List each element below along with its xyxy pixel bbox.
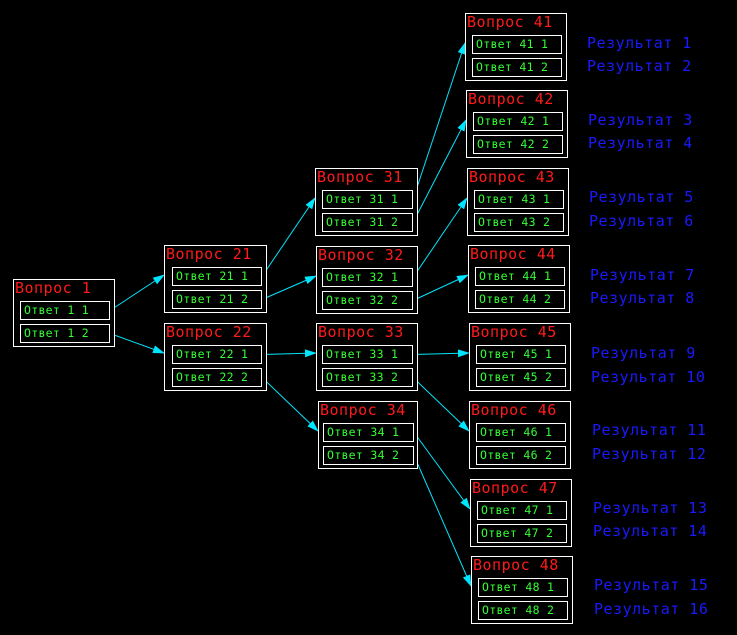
answer-41-1[interactable]: Ответ 41 1 [472, 35, 562, 54]
connector-arrow [261, 275, 317, 300]
answer-31-1[interactable]: Ответ 31 1 [322, 190, 413, 209]
question-box-32: Вопрос 32 Ответ 32 1 Ответ 32 2 [316, 246, 418, 314]
answer-45-1[interactable]: Ответ 45 1 [476, 345, 566, 364]
answer-41-2[interactable]: Ответ 41 2 [472, 58, 562, 77]
result-10: Результат 10 [591, 368, 706, 386]
answer-34-1[interactable]: Ответ 34 1 [323, 423, 414, 442]
result-12: Результат 12 [592, 445, 707, 463]
question-box-45: Вопрос 45 Ответ 45 1 Ответ 45 2 [469, 323, 571, 391]
question-box-46: Вопрос 46 Ответ 46 1 Ответ 46 2 [469, 401, 571, 469]
question-title: Вопрос 1 [15, 279, 92, 297]
result-15: Результат 15 [594, 576, 709, 594]
answer-48-1[interactable]: Ответ 48 1 [478, 578, 568, 597]
question-title: Вопрос 31 [317, 168, 403, 186]
answer-46-1[interactable]: Ответ 46 1 [476, 423, 566, 442]
connector-arrow [261, 377, 319, 432]
answer-47-1[interactable]: Ответ 47 1 [477, 501, 567, 520]
result-1: Результат 1 [587, 34, 692, 52]
question-box-21: Вопрос 21 Ответ 21 1 Ответ 21 2 [164, 245, 267, 313]
question-title: Вопрос 47 [472, 479, 558, 497]
question-box-43: Вопрос 43 Ответ 43 1 Ответ 43 2 [467, 168, 569, 236]
question-box-41: Вопрос 41 Ответ 41 1 Ответ 41 2 [465, 13, 567, 81]
question-box-22: Вопрос 22 Ответ 22 1 Ответ 22 2 [164, 323, 267, 391]
answer-32-1[interactable]: Ответ 32 1 [322, 268, 413, 287]
result-3: Результат 3 [588, 111, 693, 129]
answer-22-1[interactable]: Ответ 22 1 [172, 345, 262, 364]
connector-arrow [109, 274, 165, 311]
result-7: Результат 7 [590, 266, 695, 284]
question-title: Вопрос 43 [469, 168, 555, 186]
connector-arrow [413, 432, 471, 510]
question-title: Вопрос 21 [166, 245, 252, 263]
answer-34-2[interactable]: Ответ 34 2 [323, 446, 414, 465]
question-title: Вопрос 46 [471, 401, 557, 419]
connector-arrow [261, 349, 317, 358]
result-4: Результат 4 [588, 134, 693, 152]
connector-arrow [109, 333, 165, 354]
question-box-44: Вопрос 44 Ответ 44 1 Ответ 44 2 [468, 245, 570, 313]
result-8: Результат 8 [590, 289, 695, 307]
question-box-1: Вопрос 1 Ответ 1 1 Ответ 1 2 [13, 279, 115, 347]
result-6: Результат 6 [589, 212, 694, 230]
connector-arrow [412, 377, 470, 432]
result-11: Результат 11 [592, 421, 707, 439]
question-title: Вопрос 45 [471, 323, 557, 341]
question-box-42: Вопрос 42 Ответ 42 1 Ответ 42 2 [466, 90, 568, 158]
connector-arrow [412, 42, 466, 200]
answer-42-1[interactable]: Ответ 42 1 [473, 112, 563, 131]
question-title: Вопрос 34 [320, 401, 406, 419]
connector-arrow [413, 455, 472, 587]
answer-33-1[interactable]: Ответ 33 1 [322, 345, 413, 364]
answer-43-1[interactable]: Ответ 43 1 [474, 190, 564, 209]
question-title: Вопрос 42 [468, 90, 554, 108]
result-9: Результат 9 [591, 344, 696, 362]
connector-arrow [412, 274, 469, 301]
answer-46-2[interactable]: Ответ 46 2 [476, 446, 566, 465]
answer-21-2[interactable]: Ответ 21 2 [172, 290, 262, 309]
connector-arrow [412, 119, 467, 223]
answer-44-1[interactable]: Ответ 44 1 [475, 267, 565, 286]
answer-43-2[interactable]: Ответ 43 2 [474, 213, 564, 232]
answer-1-1[interactable]: Ответ 1 1 [20, 301, 110, 320]
connector-arrow [412, 197, 468, 278]
result-5: Результат 5 [589, 188, 694, 206]
result-13: Результат 13 [593, 499, 708, 517]
answer-21-1[interactable]: Ответ 21 1 [172, 267, 262, 286]
connector-arrow [261, 197, 316, 277]
question-box-48: Вопрос 48 Ответ 48 1 Ответ 48 2 [471, 556, 573, 624]
answer-42-2[interactable]: Ответ 42 2 [473, 135, 563, 154]
answer-22-2[interactable]: Ответ 22 2 [172, 368, 262, 387]
question-box-33: Вопрос 33 Ответ 33 1 Ответ 33 2 [316, 323, 418, 391]
question-title: Вопрос 32 [318, 246, 404, 264]
answer-32-2[interactable]: Ответ 32 2 [322, 291, 413, 310]
connector-arrow [412, 349, 470, 358]
answer-44-2[interactable]: Ответ 44 2 [475, 290, 565, 309]
question-box-34: Вопрос 34 Ответ 34 1 Ответ 34 2 [318, 401, 418, 469]
result-14: Результат 14 [593, 522, 708, 540]
question-title: Вопрос 33 [318, 323, 404, 341]
answer-31-2[interactable]: Ответ 31 2 [322, 213, 413, 232]
question-title: Вопрос 44 [470, 245, 556, 263]
answer-1-2[interactable]: Ответ 1 2 [20, 324, 110, 343]
question-box-47: Вопрос 47 Ответ 47 1 Ответ 47 2 [470, 479, 572, 547]
result-16: Результат 16 [594, 600, 709, 618]
answer-45-2[interactable]: Ответ 45 2 [476, 368, 566, 387]
question-title: Вопрос 22 [166, 323, 252, 341]
answer-47-2[interactable]: Ответ 47 2 [477, 524, 567, 543]
answer-48-2[interactable]: Ответ 48 2 [478, 601, 568, 620]
question-title: Вопрос 48 [473, 556, 559, 574]
result-2: Результат 2 [587, 57, 692, 75]
question-title: Вопрос 41 [467, 13, 553, 31]
answer-33-2[interactable]: Ответ 33 2 [322, 368, 413, 387]
question-box-31: Вопрос 31 Ответ 31 1 Ответ 31 2 [315, 168, 418, 236]
